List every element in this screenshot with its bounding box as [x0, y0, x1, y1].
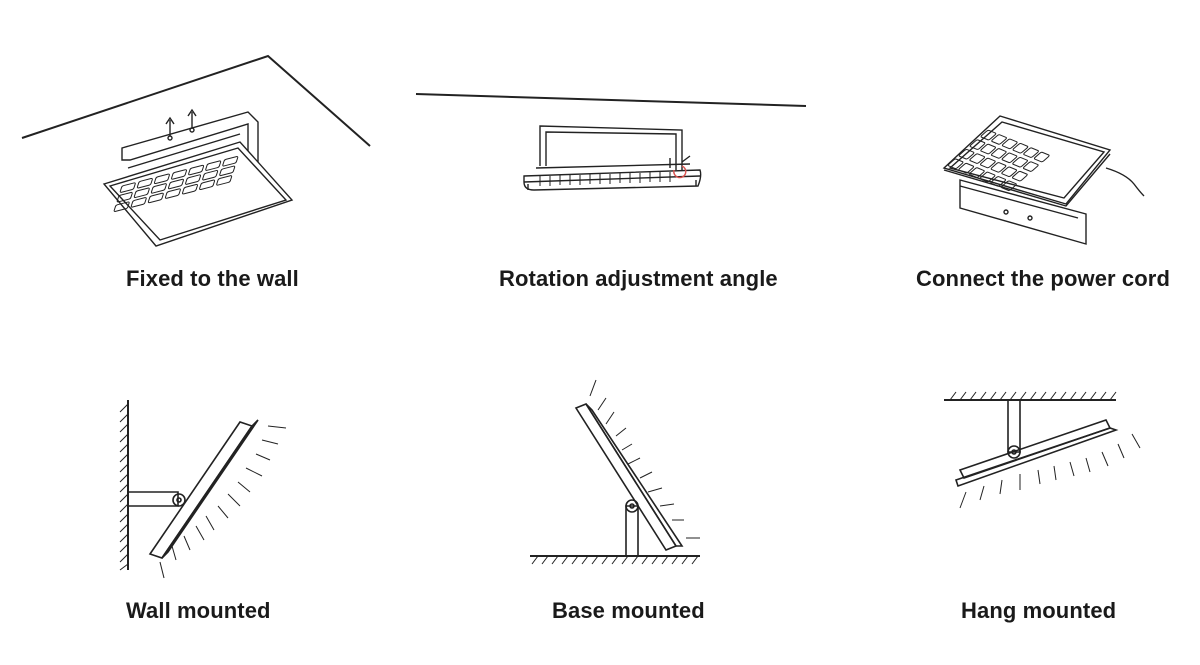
caption-connect-power-cord: Connect the power cord [916, 266, 1170, 291]
power-cord-illustration [820, 0, 1200, 300]
step-connect-power-cord: Connect the power cord [820, 0, 1200, 300]
caption-base-mounted: Base mounted [552, 598, 705, 623]
mount-hang: Hang mounted [820, 340, 1200, 665]
base-mounted-illustration [400, 340, 820, 665]
step-fixed-to-wall: Fixed to the wall [0, 0, 400, 300]
hang-mounted-illustration [820, 340, 1200, 665]
caption-wall-mounted: Wall mounted [126, 598, 271, 623]
fixed-to-wall-illustration [0, 0, 400, 300]
rotation-adjustment-illustration [400, 0, 820, 300]
caption-rotation-adjustment: Rotation adjustment angle [499, 266, 778, 291]
wall-mounted-illustration [0, 340, 400, 665]
mount-wall: Wall mounted [0, 340, 400, 665]
rotation-arrow-icon [674, 166, 686, 178]
step-rotation-adjustment: Rotation adjustment angle [400, 0, 820, 300]
caption-hang-mounted: Hang mounted [961, 598, 1117, 623]
mount-base: Base mounted [400, 340, 820, 665]
caption-fixed-to-wall: Fixed to the wall [126, 266, 299, 291]
